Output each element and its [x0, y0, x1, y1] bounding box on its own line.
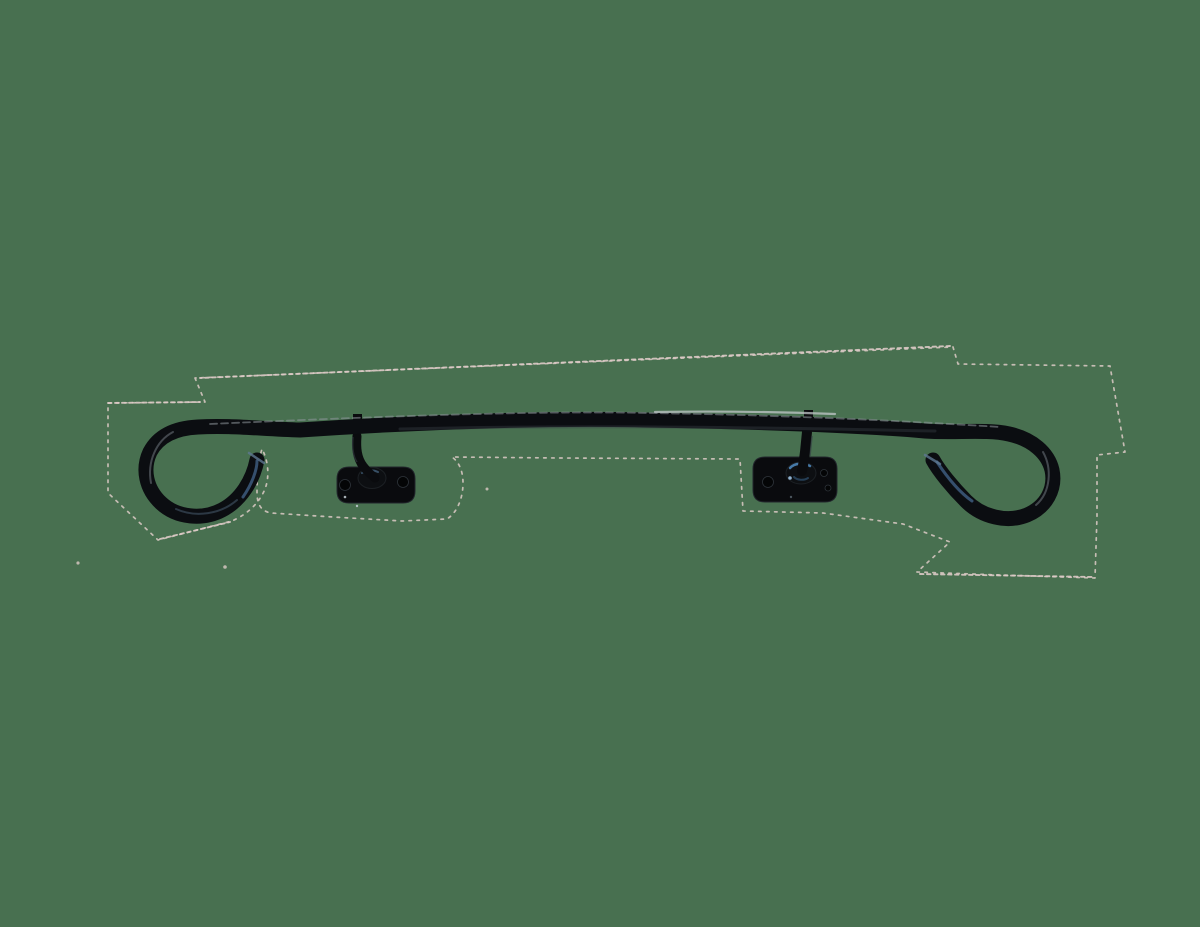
- cutout-outline-artifact-dense: [107, 345, 1094, 578]
- left-scroll-outer-highlight: [149, 431, 174, 484]
- bracket-arm-left: [352, 431, 380, 483]
- dust-speck: [223, 565, 227, 569]
- handrail-tube: [138, 411, 1061, 526]
- mounting-bracket-left: [336, 414, 416, 508]
- bracket-arm-edge-left: [351, 436, 358, 463]
- screw-glint: [789, 495, 793, 499]
- dust-speck: [76, 561, 80, 565]
- bracket-post-right: [797, 427, 812, 476]
- mounting-bracket-right: [752, 410, 838, 503]
- screw-holes-left: [339, 476, 409, 491]
- bar-bright-highlight: [653, 410, 837, 416]
- bar-mid-reflection: [398, 425, 937, 433]
- bar-top-highlight: [209, 411, 1001, 428]
- handrail: [138, 410, 1061, 526]
- bracket-post-edge-right: [809, 435, 813, 457]
- hub-glint-dot: [788, 476, 792, 480]
- left-scroll-tip-cut: [247, 451, 266, 465]
- right-scroll-outer-highlight: [1035, 451, 1050, 506]
- dust-speck: [485, 487, 489, 491]
- right-scroll-tip-cut: [923, 453, 942, 466]
- left-scroll-blue-sheen: [241, 459, 259, 499]
- screw-holes-right: [762, 469, 832, 492]
- left-scroll-bottom-sheen: [175, 499, 238, 515]
- screw-glint: [355, 504, 359, 508]
- screw-glint: [343, 495, 347, 499]
- right-scroll-blue-sheen: [935, 460, 974, 503]
- hub-glint-right-lower: [793, 476, 809, 481]
- cutout-artifact-group: [76, 345, 1126, 579]
